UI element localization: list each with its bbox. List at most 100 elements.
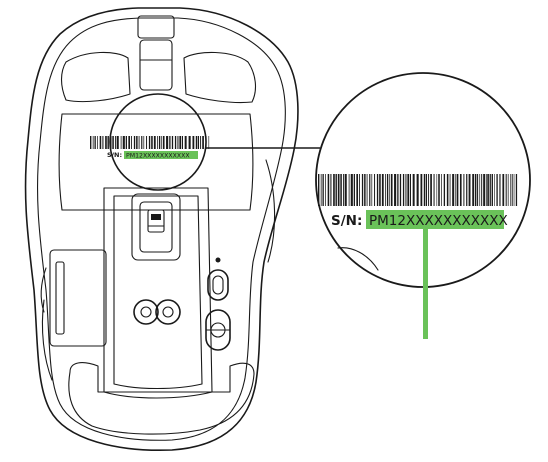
barcode-bar (416, 174, 419, 206)
sensor-housing (131, 193, 181, 261)
barcode-bar (446, 174, 449, 206)
side-slot (49, 249, 107, 347)
barcode-bar (515, 174, 518, 206)
cable-port (137, 15, 175, 39)
barcode-bar (138, 136, 140, 149)
mouse-outer-shell (24, 7, 299, 452)
barcode-bar (456, 174, 459, 206)
barcode-bar (502, 174, 505, 206)
barcode-small (90, 136, 210, 149)
barcode-bar (197, 136, 200, 149)
barcode-bar (436, 174, 438, 206)
barcode-bar (131, 136, 132, 149)
barcode-bar (169, 136, 171, 149)
barcode-bar (466, 174, 468, 206)
barcode-bar (192, 136, 195, 149)
profile-button-icon (207, 269, 229, 301)
barcode-bar (333, 174, 335, 206)
barcode-bar (394, 174, 397, 206)
barcode-bar (440, 174, 442, 206)
barcode-bar (505, 174, 507, 206)
barcode-bar (405, 174, 407, 206)
barcode-bar (369, 174, 371, 206)
barcode-bar (90, 136, 92, 149)
barcode-bar (94, 136, 96, 149)
label-panel (58, 113, 254, 211)
barcode-bar (97, 136, 98, 149)
barcode-bar (364, 174, 366, 206)
barcode-bar (133, 136, 136, 149)
barcode-bar (322, 174, 324, 206)
barcode-bar (402, 174, 405, 206)
scroll-housing (139, 39, 173, 91)
zoom-inner-arc (337, 247, 379, 271)
mouse-underside (24, 7, 299, 452)
barcode-bar (428, 174, 430, 206)
barcode-bar (161, 136, 162, 149)
barcode-bar (350, 174, 353, 206)
skate-pad-top-right (183, 51, 257, 104)
barcode-bar (92, 136, 94, 149)
barcode-bar (343, 174, 344, 206)
barcode-bar (157, 136, 159, 149)
barcode-bar (510, 174, 512, 206)
barcode-zoom (318, 174, 518, 206)
barcode-bar (366, 174, 368, 206)
mouse-inner-rim (36, 17, 286, 441)
serial-small-prefix: S/N: (107, 151, 122, 159)
lower-panel-inner (113, 195, 203, 390)
barcode-bar (477, 174, 479, 206)
barcode-bar (327, 174, 330, 206)
barcode-bar (177, 136, 179, 149)
barcode-bar (420, 174, 423, 206)
barcode-bar (353, 174, 355, 206)
barcode-bar (200, 136, 202, 149)
status-led (215, 257, 221, 263)
barcode-bar (181, 136, 183, 149)
barcode-bar (513, 174, 515, 206)
barcode-bar (511, 174, 513, 206)
barcode-bar (102, 136, 104, 149)
barcode-bar (184, 136, 187, 149)
dpi-button-icon (133, 299, 181, 325)
barcode-bar (166, 136, 169, 149)
barcode-bar (397, 174, 399, 206)
barcode-bar (399, 174, 402, 206)
barcode-bar (361, 174, 364, 206)
barcode-bar (389, 174, 390, 206)
barcode-bar (143, 136, 145, 149)
barcode-bar (120, 136, 122, 149)
barcode-bar (128, 136, 131, 149)
barcode-bar (481, 174, 483, 206)
barcode-bar (122, 136, 125, 149)
barcode-bar (188, 136, 191, 149)
barcode-bar (179, 136, 182, 149)
barcode-bar (390, 174, 393, 206)
barcode-bar (348, 174, 350, 206)
barcode-bar (340, 174, 342, 206)
barcode-bar (496, 174, 498, 206)
barcode-bar (174, 136, 177, 149)
barcode-bar (469, 174, 471, 206)
barcode-bar (494, 174, 495, 206)
barcode-bar (443, 174, 446, 206)
barcode-bar (136, 136, 138, 149)
barcode-bar (385, 174, 387, 206)
left-grip-arc (40, 267, 47, 313)
barcode-bar (452, 174, 455, 206)
barcode-bar (125, 136, 127, 149)
side-slot-inner (55, 261, 65, 335)
barcode-bar (423, 174, 426, 206)
barcode-bar (208, 136, 210, 149)
barcode-bar (335, 174, 337, 206)
barcode-bar (472, 174, 475, 206)
barcode-bar (489, 174, 491, 206)
barcode-bar (479, 174, 481, 206)
barcode-bar (475, 174, 477, 206)
barcode-bar (386, 174, 389, 206)
magnifier-small-circle (109, 93, 207, 191)
barcode-bar (146, 136, 148, 149)
barcode-bar (318, 174, 320, 206)
barcode-bar (459, 174, 462, 206)
barcode-bar (374, 174, 376, 206)
